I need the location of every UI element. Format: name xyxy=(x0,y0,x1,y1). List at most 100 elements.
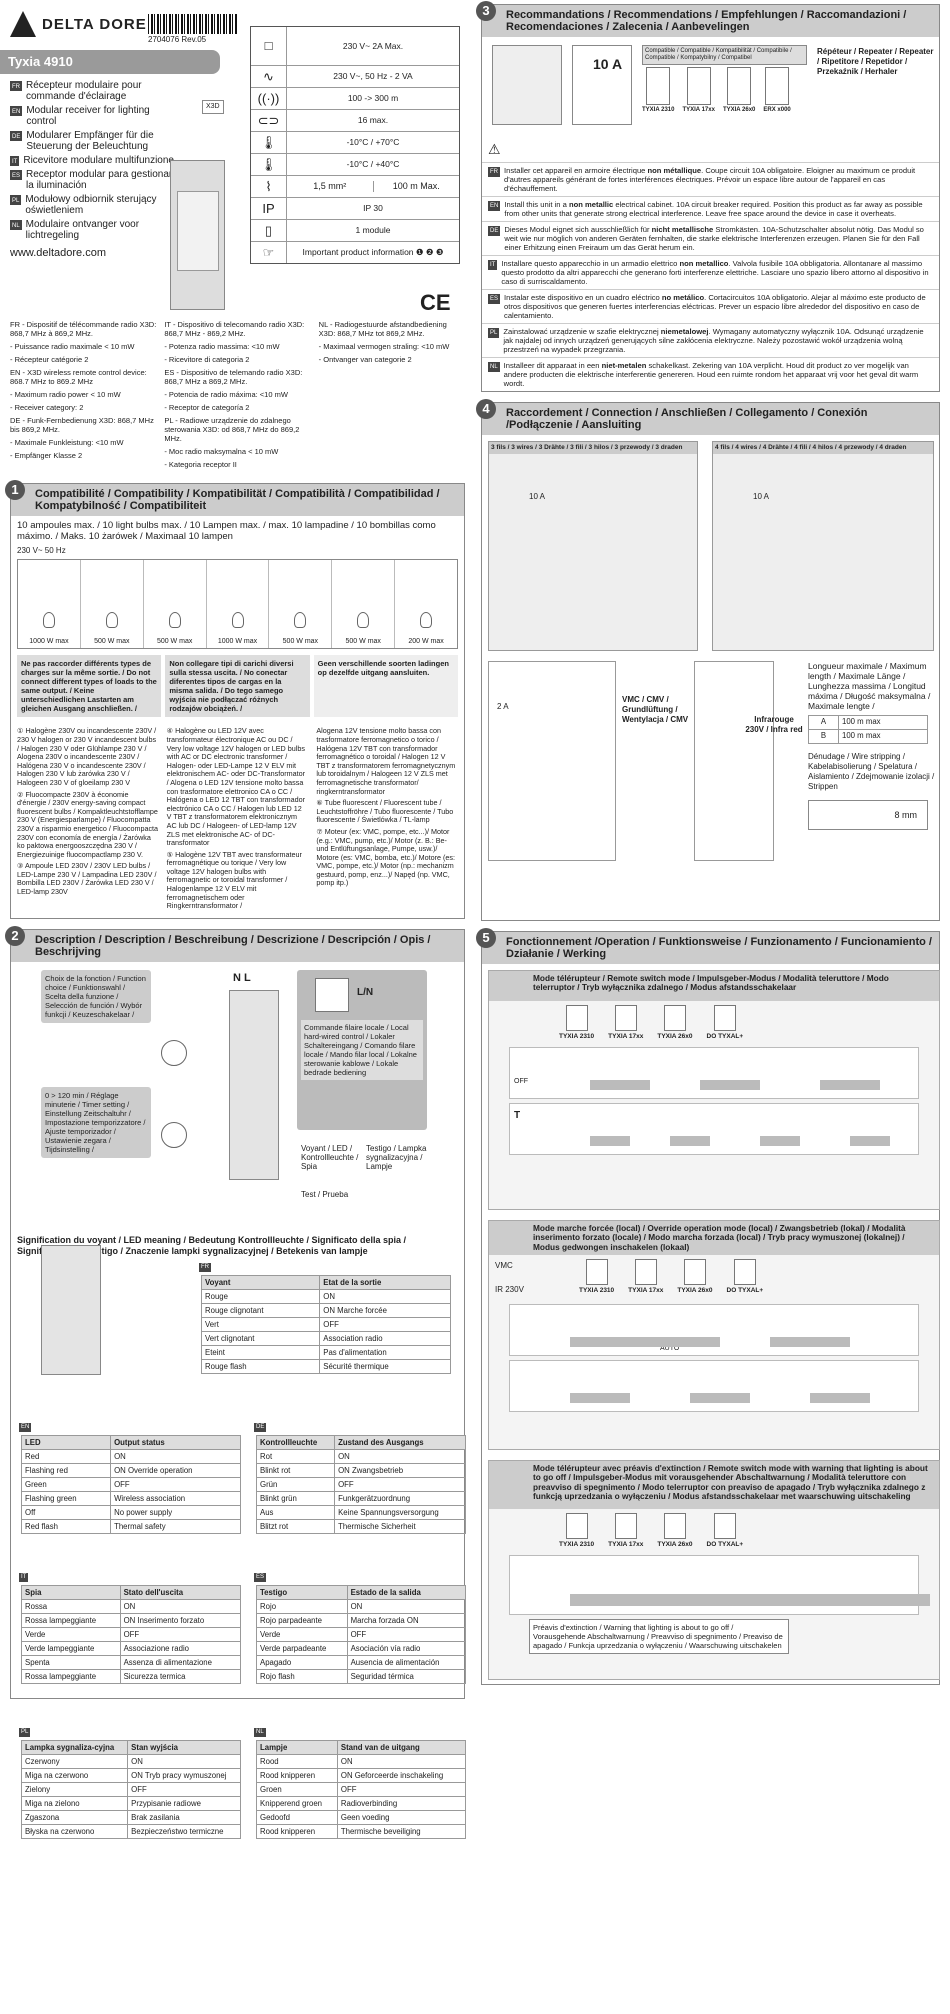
operation-modes: Mode télérupteur / Remote switch mode / … xyxy=(482,964,940,1684)
bold-part: niet-metalen xyxy=(601,360,647,370)
function-choice-box: Choix de la fonction / Function choice /… xyxy=(41,969,151,1023)
device-label: TYXIA 17xx xyxy=(608,1032,644,1040)
ir-label: IR 230V xyxy=(495,1284,524,1294)
function-dial-icon[interactable] xyxy=(161,1039,187,1066)
radio-line: - Empfänger Klasse 2 xyxy=(10,450,83,460)
right-column: 3 Recommandations / Recommendations / Em… xyxy=(475,0,950,2014)
spec-icon: 🌡 xyxy=(251,154,287,175)
device-item: TYXIA 2310 xyxy=(642,67,674,114)
spec-value: 230 V~, 50 Hz - 2 VA xyxy=(333,71,413,82)
radio-column: IT - Dispositivo di telecomando radio X3… xyxy=(164,320,310,473)
device-icon xyxy=(646,67,671,105)
device-label: TYXIA 2310 xyxy=(579,1287,615,1295)
breaker-10a: 10 A xyxy=(753,491,770,501)
device-item: TYXIA 26x0 xyxy=(677,1259,713,1298)
table-cell: OFF xyxy=(319,1316,451,1332)
device-item: TYXIA 17xx xyxy=(608,1512,643,1549)
section-compatibility: 1 Compatibilité / Compatibility / Kompat… xyxy=(5,479,465,919)
timer-box: 0 > 120 min / Réglage minuterie / Timer … xyxy=(41,1086,151,1158)
table-cell: ON Tryb pracy wymuszonej xyxy=(127,1767,241,1783)
section-number: 4 xyxy=(476,398,496,419)
table-cell: OFF xyxy=(119,1626,242,1642)
voltage-label: 230 V~ 50 Hz xyxy=(17,545,66,555)
device-item: TYXIA 2310 xyxy=(579,1259,614,1298)
table-cell: Associazione radio xyxy=(119,1640,242,1656)
spec-icon: ⌇ xyxy=(251,176,287,197)
table-cell: OFF xyxy=(110,1476,241,1492)
table-cell: Rouge xyxy=(200,1288,321,1304)
device-item: DO TYXAL+ xyxy=(707,1512,743,1549)
device-icon xyxy=(713,1004,736,1031)
device-item: TYXIA 26x0 xyxy=(657,1004,693,1041)
device-label: TYXIA 2310 xyxy=(559,1540,595,1548)
text-part: schakelkast. Zekering van 10A verplicht.… xyxy=(503,360,919,388)
lang-tag: ES xyxy=(254,1572,267,1583)
vmc-label: VMC / CMV / Grundlüftung / Wentylacja / … xyxy=(622,694,689,724)
table-cell: Rood xyxy=(256,1753,338,1769)
device-item: DO TYXAL+ xyxy=(727,1259,763,1298)
table-cell: Keine Spannungsversorgung xyxy=(334,1504,466,1520)
column-header: Etat de la sortie xyxy=(319,1274,451,1290)
mode-title: Mode télérupteur / Remote switch mode / … xyxy=(489,970,939,1001)
spec-row: ☞Important product information ❶ ❷ ❸ xyxy=(251,241,459,263)
table-cell: Radioverbinding xyxy=(336,1795,467,1811)
device-icon xyxy=(614,1004,637,1031)
table-cell: Rossa lampeggiante xyxy=(21,1668,121,1684)
warning-box: Ne pas raccorder différents types de cha… xyxy=(17,655,162,718)
load-notes: ① Halogène 230V ou incandescente 230V / … xyxy=(11,723,464,917)
spec-row: ⊂⊃16 max. xyxy=(251,109,459,131)
spec-value: 1,5 mm² xyxy=(287,181,374,192)
table-cell: Zgaszona xyxy=(20,1809,129,1825)
lang-tag: PL xyxy=(19,1727,31,1738)
text-part: electrical cabinet. 10A circuit breaker … xyxy=(504,199,923,218)
timer-dial-icon[interactable] xyxy=(161,1121,187,1148)
device-icon xyxy=(614,1512,637,1539)
bulb-icon xyxy=(42,611,55,628)
wiring-vmc: 2 A xyxy=(488,660,616,861)
table-cell: Verde xyxy=(21,1626,121,1642)
note-line: Alogena 12V tensione molto bassa con tra… xyxy=(316,726,456,796)
text-part: Stromkästen. 10A-Schutzschalter absolut … xyxy=(504,224,924,252)
on-bar xyxy=(770,1337,850,1348)
radio-line: FR - Dispositif de télécommande radio X3… xyxy=(10,319,157,338)
column-header: Stato dell'uscita xyxy=(119,1584,242,1600)
max-power: 500 W max xyxy=(345,637,381,645)
title-text: Ricevitore modulare multifunzione xyxy=(23,154,174,166)
table-cell: Grün xyxy=(255,1476,336,1492)
table-cell: Gedoofd xyxy=(256,1809,338,1825)
device-label: DO TYXAL+ xyxy=(706,1032,744,1040)
vmc-ir-labels: VMC IR 230V xyxy=(489,1255,559,1300)
compat-cell: 500 W max xyxy=(81,560,144,649)
column-header: Voyant xyxy=(200,1274,321,1290)
table-cell: Aus xyxy=(255,1504,336,1520)
led-module-image xyxy=(41,1244,101,1375)
device-item: TYXIA 17xx xyxy=(608,1004,644,1041)
radio-line: NL - Radiogestuurde afstandbediening X3D… xyxy=(318,319,447,338)
notes-column: ④ Halogène ou LED 12V avec transformateu… xyxy=(167,727,309,913)
website[interactable]: www.deltadore.com xyxy=(10,246,106,259)
table-cell: Blinkt grün xyxy=(255,1490,336,1506)
table-cell: Bezpieczeństwo termiczne xyxy=(127,1823,241,1839)
spec-row: ▯1 module xyxy=(251,219,459,241)
column-header: LED xyxy=(20,1434,112,1450)
bold-part: nicht metallische xyxy=(651,224,714,234)
section-number: 2 xyxy=(5,925,25,946)
